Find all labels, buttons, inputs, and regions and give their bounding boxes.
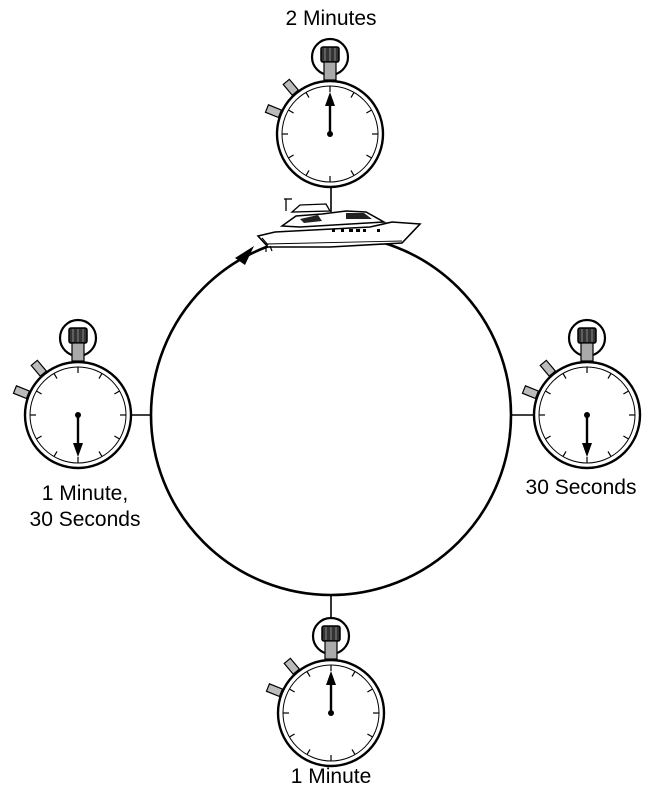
label-2-minutes: 2 Minutes: [231, 6, 431, 32]
label-line: 30 Seconds: [525, 476, 637, 499]
label-line: 30 Seconds: [29, 508, 141, 531]
label-line: 2 Minutes: [285, 7, 377, 30]
label-line: 1 Minute: [290, 765, 372, 788]
label-1-minute-30-seconds: 1 Minute, 30 Seconds: [0, 481, 170, 533]
turning-circle-path: [149, 233, 513, 597]
label-1-minute: 1 Minute: [231, 764, 431, 790]
label-30-seconds: 30 Seconds: [500, 475, 662, 501]
stopwatch-1-minute-30-seconds: [12, 318, 133, 470]
yacht-icon: [256, 198, 422, 252]
stopwatch-2-minutes: [264, 37, 385, 189]
direction-arrow: [235, 246, 254, 265]
label-line: 1 Minute,: [41, 482, 129, 505]
stopwatch-30-seconds: [521, 318, 642, 470]
stopwatch-1-minute: [265, 616, 386, 768]
